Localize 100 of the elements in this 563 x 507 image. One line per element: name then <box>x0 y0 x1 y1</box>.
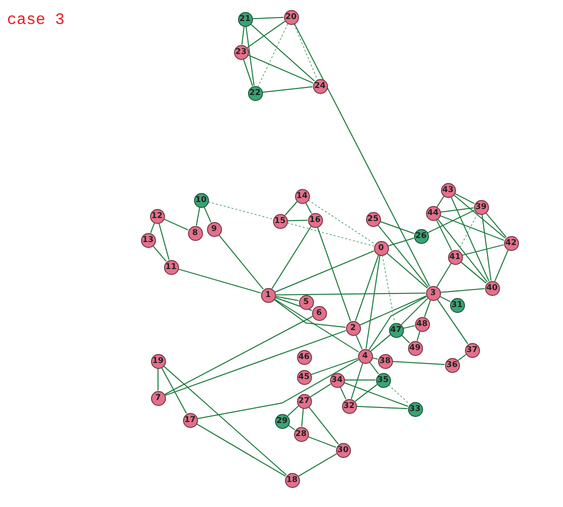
node-label: 31 <box>451 301 463 309</box>
graph-node <box>238 12 252 26</box>
connector-line <box>380 221 414 234</box>
node-label: 18 <box>286 476 298 484</box>
connector-line <box>150 222 155 234</box>
graph-node <box>414 228 428 244</box>
connector-line <box>204 206 212 223</box>
node-label: 32 <box>343 402 355 410</box>
graph-node <box>504 236 518 250</box>
connector-line <box>287 406 299 416</box>
node-label: 10 <box>195 196 207 204</box>
connector-line <box>163 218 189 230</box>
node-label: 6 <box>316 309 322 317</box>
connector-line <box>301 408 304 428</box>
connector-line <box>252 16 284 20</box>
connector-line <box>482 214 492 282</box>
connector-line <box>494 249 509 282</box>
connector-line <box>458 354 466 361</box>
graph-node <box>358 348 372 364</box>
node-label: 25 <box>367 215 379 223</box>
connector-line <box>400 298 428 326</box>
connector-line <box>344 382 408 407</box>
graph-node <box>440 182 456 198</box>
connector-line <box>305 202 312 214</box>
graph-node <box>182 412 198 428</box>
graph-node <box>450 298 464 312</box>
title: case 3 <box>7 11 65 29</box>
connector-line <box>355 334 363 350</box>
graph-node <box>330 372 344 388</box>
graph-node <box>376 372 390 388</box>
graph-node <box>444 358 460 372</box>
node-label: 48 <box>416 320 428 328</box>
node-label: 38 <box>379 357 391 365</box>
graph-node <box>260 288 276 302</box>
connector-line <box>436 262 452 288</box>
node-label: 5 <box>303 298 309 306</box>
connector-line <box>246 26 254 86</box>
graph-node <box>474 200 488 214</box>
connector-line <box>274 297 312 311</box>
connector-line <box>424 300 431 318</box>
graph-node <box>378 354 392 368</box>
node-label: 45 <box>298 373 310 381</box>
graph-node <box>342 398 356 414</box>
node-label: 4 <box>362 352 368 360</box>
connector-line <box>298 453 338 477</box>
connector-line <box>158 222 170 260</box>
connector-line <box>382 254 396 324</box>
node-label: 21 <box>239 15 251 23</box>
graph-node <box>188 226 202 240</box>
connector-line <box>310 358 358 376</box>
connector-line <box>274 250 375 293</box>
graph-node <box>388 322 404 338</box>
node-label: 11 <box>165 263 177 271</box>
connector-line <box>208 202 274 220</box>
connector-line <box>462 244 504 256</box>
connector-line <box>354 254 380 322</box>
connector-line <box>450 196 490 282</box>
connector-line <box>275 292 426 296</box>
connector-line <box>370 334 391 352</box>
connector-line <box>356 406 408 410</box>
node-label: 3 <box>430 289 436 297</box>
node-label: 26 <box>415 232 427 240</box>
node-label: 36 <box>446 361 458 369</box>
node-label: 47 <box>390 326 402 334</box>
connector-line <box>196 423 286 477</box>
graph-node <box>274 414 290 428</box>
connector-line <box>317 226 351 322</box>
node-label: 43 <box>442 186 454 194</box>
connector-line <box>161 367 187 414</box>
connector-line <box>196 206 200 226</box>
connector-line <box>308 406 339 445</box>
graph-node <box>284 472 300 488</box>
graph-node <box>296 370 312 384</box>
graph-node <box>464 342 480 358</box>
graph-node <box>448 250 462 264</box>
graph-node <box>366 212 380 226</box>
graph-node <box>312 78 328 94</box>
connector-line <box>164 330 346 396</box>
graph-node <box>336 442 350 458</box>
graph-node <box>408 340 422 356</box>
connector-line <box>427 210 475 234</box>
connector-line <box>388 238 414 246</box>
connector-line <box>310 384 332 398</box>
connector-line <box>458 213 478 251</box>
connector-line <box>294 24 318 80</box>
node-label: 20 <box>285 13 297 21</box>
connector-line <box>454 192 475 204</box>
connector-line <box>369 362 379 374</box>
connector-line <box>274 298 346 328</box>
connector-line <box>178 268 262 294</box>
node-label: 1 <box>265 291 271 299</box>
connector-line <box>287 220 308 222</box>
graph-node <box>408 402 422 416</box>
connector-line <box>262 86 314 93</box>
node-label: 17 <box>184 416 196 424</box>
node-label: 13 <box>142 236 154 244</box>
connector-line <box>436 298 468 344</box>
graph-node <box>296 350 312 364</box>
connector-line <box>377 224 429 288</box>
connector-line <box>246 20 286 48</box>
